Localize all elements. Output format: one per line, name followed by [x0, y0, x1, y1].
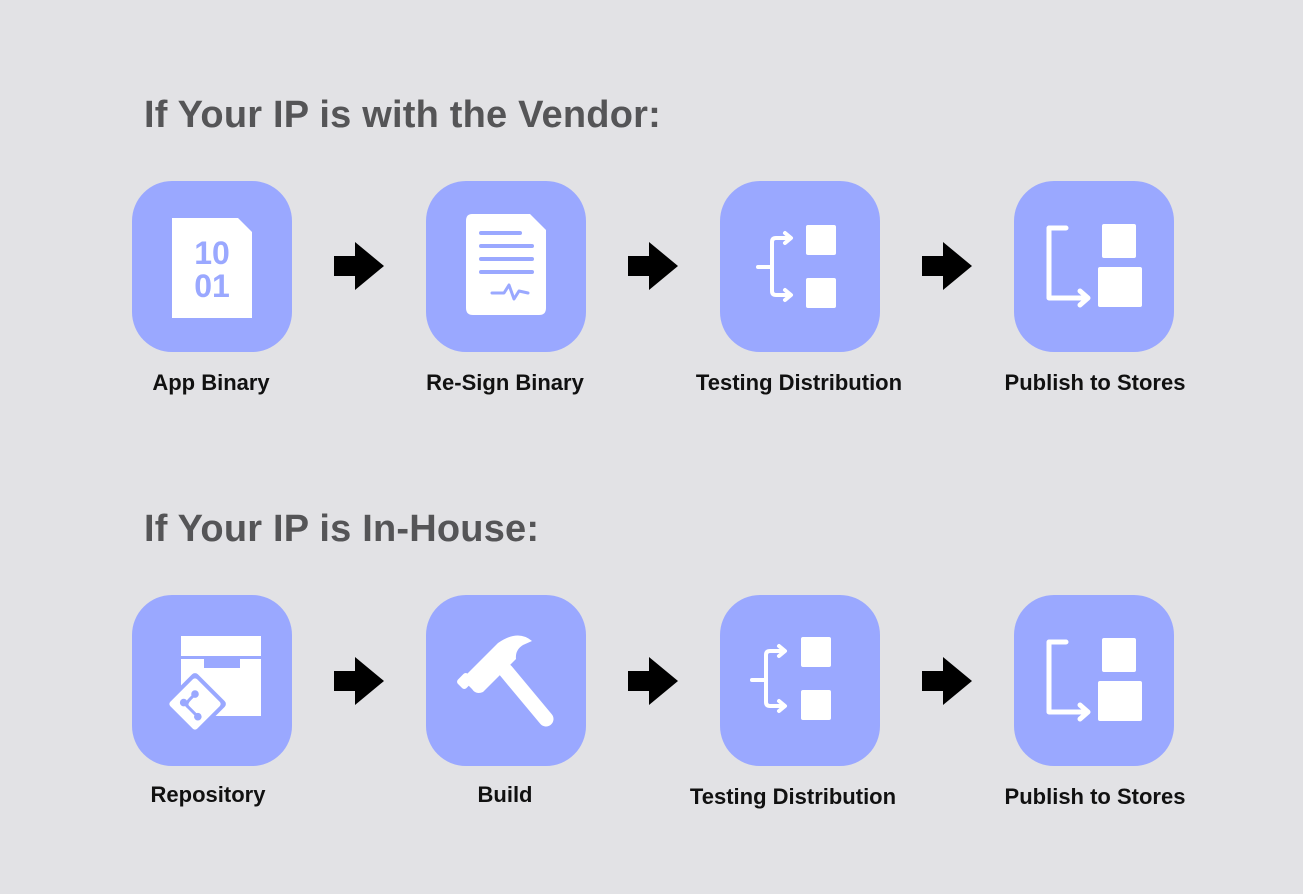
git-repository-icon — [164, 636, 261, 735]
testing-distribution-tile — [720, 595, 880, 766]
step-label-publish-to-stores: Publish to Stores — [1004, 784, 1186, 809]
publish-icon — [1046, 638, 1142, 722]
flow-arrow — [333, 656, 385, 706]
distribution-icon — [756, 225, 836, 308]
flow-arrow — [921, 241, 973, 291]
publish-to-stores-tile — [1014, 595, 1174, 766]
distribution-icon — [750, 637, 831, 720]
flow-arrow — [921, 656, 973, 706]
publish-icon — [1046, 224, 1142, 308]
signed-document-icon — [466, 214, 546, 315]
step-label-build: Build — [477, 782, 533, 807]
in-house-section-heading: If Your IP is In-House: — [144, 508, 540, 550]
hammer-icon — [457, 635, 554, 727]
publish-to-stores-tile — [1014, 181, 1174, 352]
flow-arrow — [333, 241, 385, 291]
step-label-app-binary: App Binary — [152, 370, 270, 395]
build-tile — [426, 595, 586, 766]
vendor-section-heading: If Your IP is with the Vendor: — [144, 94, 661, 136]
step-label-publish-to-stores: Publish to Stores — [1004, 370, 1186, 395]
flow-arrow — [627, 241, 679, 291]
app-binary-tile: 10 01 — [132, 181, 292, 352]
step-label-testing-distribution: Testing Distribution — [695, 370, 903, 395]
testing-distribution-tile — [720, 181, 880, 352]
svg-text:10: 10 — [194, 235, 230, 271]
step-label-repository: Repository — [150, 782, 266, 807]
step-label-re-sign-binary: Re-Sign Binary — [426, 370, 584, 395]
re-sign-binary-tile — [426, 181, 586, 352]
binary-file-icon: 10 01 — [172, 218, 252, 318]
step-label-testing-distribution: Testing Distribution — [689, 784, 897, 809]
svg-text:01: 01 — [194, 268, 230, 304]
repository-tile — [132, 595, 292, 766]
flow-arrow — [627, 656, 679, 706]
